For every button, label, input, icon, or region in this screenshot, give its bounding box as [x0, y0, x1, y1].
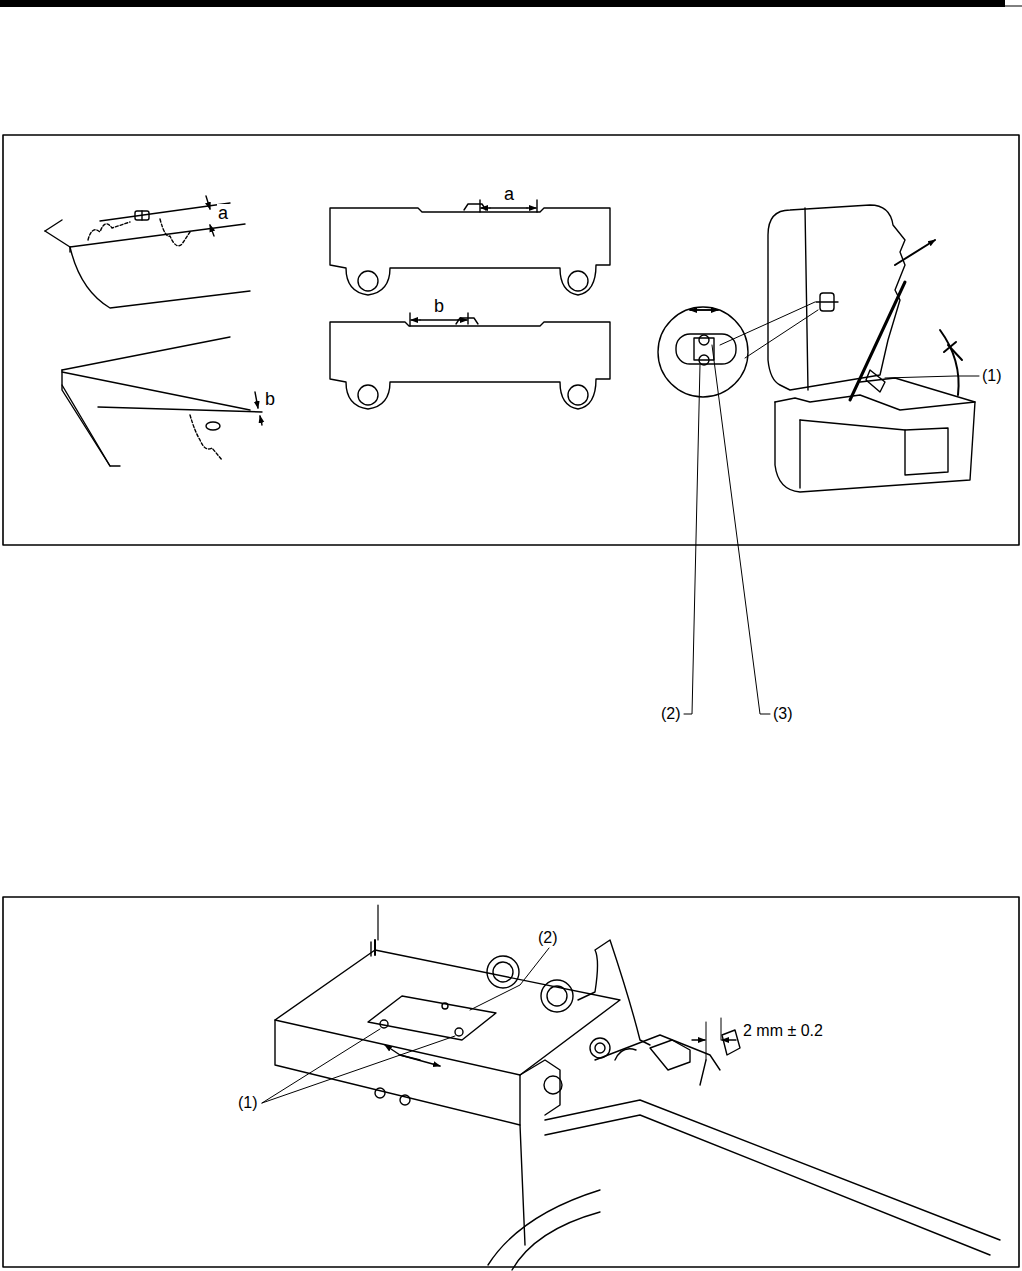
callout-number: (1): [237, 1095, 259, 1111]
callout-number: (1): [981, 368, 1003, 384]
dimension-letter: a: [217, 204, 229, 222]
callout-number: (2): [537, 930, 559, 946]
dimension-letter: b: [264, 390, 276, 408]
callout-number: (2): [660, 706, 682, 722]
dimension-text: 2 mm ± 0.2: [742, 1023, 824, 1039]
dimension-letter: b: [433, 297, 445, 315]
callout-number: (3): [772, 706, 794, 722]
dimension-letter: a: [503, 185, 515, 203]
